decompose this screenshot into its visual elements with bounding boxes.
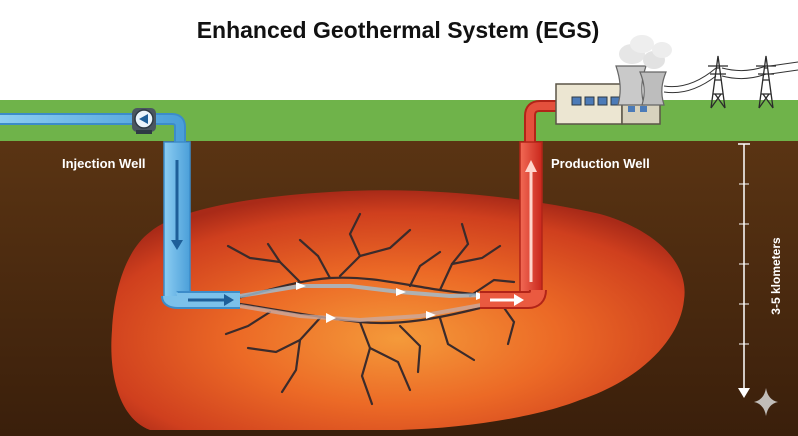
arrow-down-icon [738, 388, 750, 398]
sparkle-icon [754, 388, 778, 416]
depth-label: 3-5 klometers [769, 237, 783, 315]
power-lines [663, 61, 798, 94]
transmission-tower-icon [708, 55, 776, 109]
flow-arrows [239, 282, 521, 323]
production-well-label: Production Well [551, 156, 650, 171]
power-plant-icon [555, 83, 661, 125]
production-pipe [480, 100, 600, 309]
depth-scale: 3-5 klometers [738, 143, 783, 398]
cooling-tower-icon [615, 35, 672, 106]
pump-icon [132, 108, 156, 134]
injection-pipe [0, 113, 240, 309]
page-title: Enhanced Geothermal System (EGS) [197, 17, 600, 43]
fracture-network [224, 212, 532, 406]
injection-well-label: Injection Well [62, 156, 146, 171]
